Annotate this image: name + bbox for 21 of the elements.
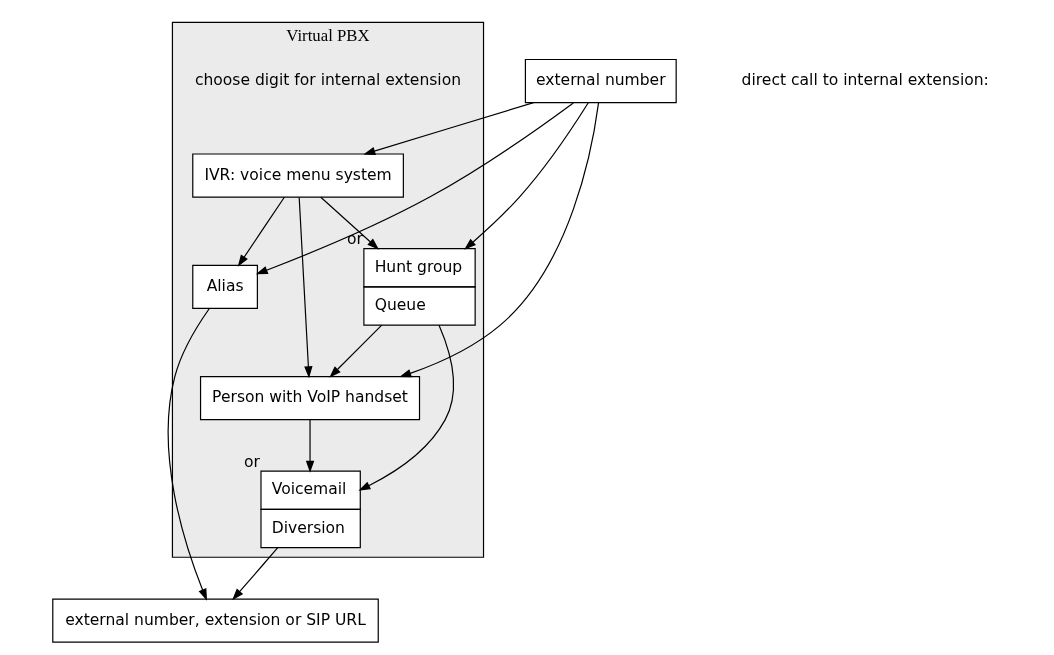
node-box: Alias <box>191 264 258 309</box>
arrow <box>328 324 382 378</box>
label: direct call to internal extension: <box>741 71 989 90</box>
node-label: or <box>346 230 363 249</box>
arrow <box>398 102 599 378</box>
node-box: external number, extension or SIP URL <box>51 598 379 643</box>
label: choose digit for internal extension <box>194 71 461 90</box>
arrow <box>237 196 285 267</box>
arrow <box>357 324 454 491</box>
node-box: Person with VoIP handset <box>199 375 420 421</box>
arrow <box>319 196 379 250</box>
arrow <box>255 102 574 275</box>
arrow <box>231 547 278 601</box>
arrow <box>167 307 210 601</box>
arrow <box>298 196 313 379</box>
arrow <box>362 102 534 155</box>
node-box: IVR: voice menu system <box>191 153 404 198</box>
arrow <box>305 419 314 473</box>
node-box: external number <box>524 58 677 104</box>
arrow <box>463 102 589 250</box>
node-label: or <box>243 452 260 471</box>
